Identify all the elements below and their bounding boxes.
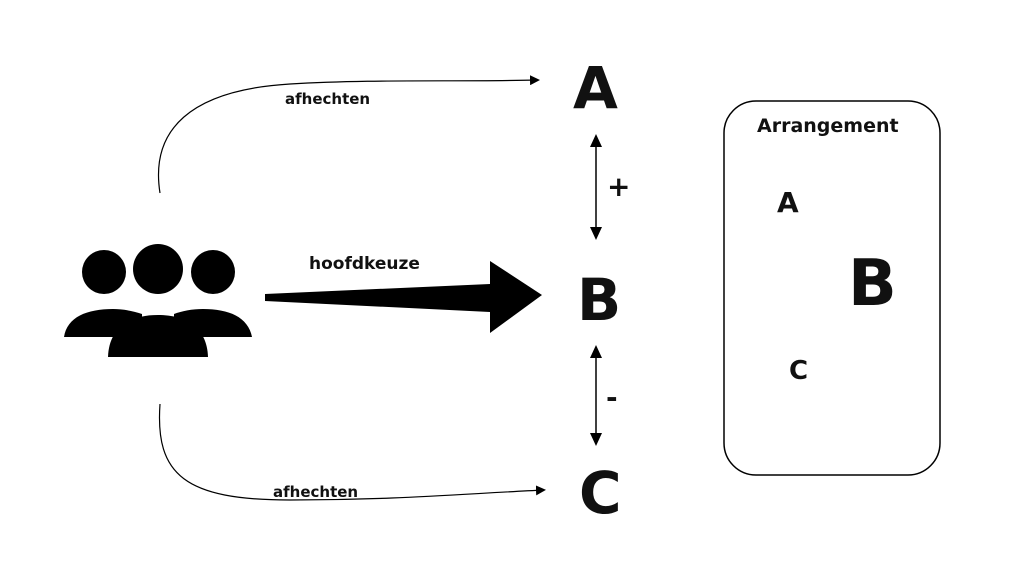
main-arrow [265, 261, 542, 333]
top-curve-arrow [158, 75, 540, 194]
bottom-curve-label: afhechten [273, 483, 358, 501]
bottom-curve-arrow [158, 403, 546, 501]
arrangement-b: B [848, 247, 897, 321]
option-b: B [577, 266, 621, 334]
plus-sign: + [607, 170, 630, 203]
minus-sign: - [606, 381, 618, 414]
upper-arrow-up-head [590, 134, 602, 147]
arrangement-box [723, 100, 941, 476]
option-a: A [573, 54, 618, 122]
arrangement-c: C [789, 356, 808, 386]
lower-arrow-up-head [590, 345, 602, 358]
top-curve-label: afhechten [285, 90, 370, 108]
arrangement-a: A [777, 186, 799, 219]
lower-arrow-down-head [590, 433, 602, 446]
main-arrow-label: hoofdkeuze [309, 254, 420, 274]
arrangement-title: Arrangement [757, 115, 899, 137]
option-c: C [579, 459, 622, 527]
group-of-people-icon [64, 244, 252, 357]
upper-arrow-down-head [590, 227, 602, 240]
